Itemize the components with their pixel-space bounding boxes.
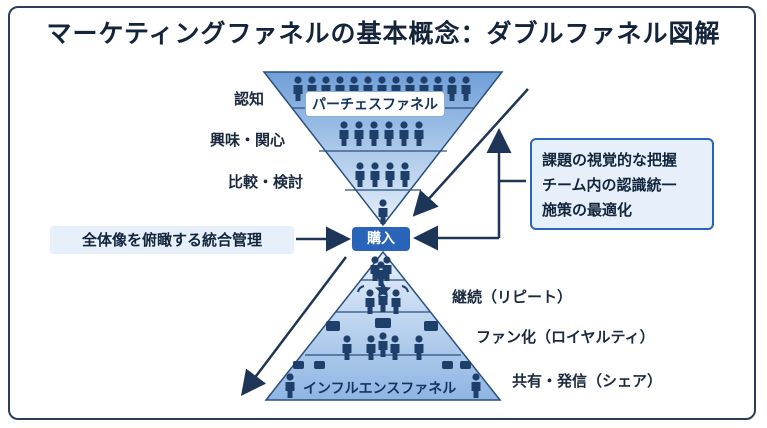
fan-community-icons xyxy=(326,318,438,360)
diagram-title: マーケティングファネルの基本概念：ダブルファネル図解 xyxy=(46,19,721,48)
influence-funnel xyxy=(264,250,502,401)
loyalty-community-icon xyxy=(357,282,409,314)
integration-note: 全体像を俯瞰する統合管理 xyxy=(50,226,294,254)
stage-label-interest: 興味・関心 xyxy=(210,131,286,149)
influence-funnel-tag: インフルエンスファネル xyxy=(303,381,457,397)
purchase-funnel-tag: パーチェスファネル xyxy=(305,91,445,117)
stage-label-loyalty: ファン化（ロイヤルティ） xyxy=(476,328,655,346)
benefit-item: チーム内の認識統一 xyxy=(542,176,677,194)
stage-label-consideration: 比較・検討 xyxy=(228,173,304,191)
stage-label-share: 共有・発信（シェア） xyxy=(512,372,663,390)
benefit-item: 施策の最適化 xyxy=(542,201,633,219)
benefits-box: 課題の視覚的な把握 チーム内の認識統一 施策の最適化 xyxy=(530,138,714,230)
benefit-item: 課題の視覚的な把握 xyxy=(542,151,678,169)
flow-arrow-purchase xyxy=(412,88,529,217)
stage-label-awareness: 認知 xyxy=(234,90,265,108)
share-icons xyxy=(285,361,481,398)
stage-label-repeat: 継続（リピート） xyxy=(452,288,573,306)
purchase-label: 購入 xyxy=(352,227,410,251)
flow-arrow-influence xyxy=(240,256,347,396)
